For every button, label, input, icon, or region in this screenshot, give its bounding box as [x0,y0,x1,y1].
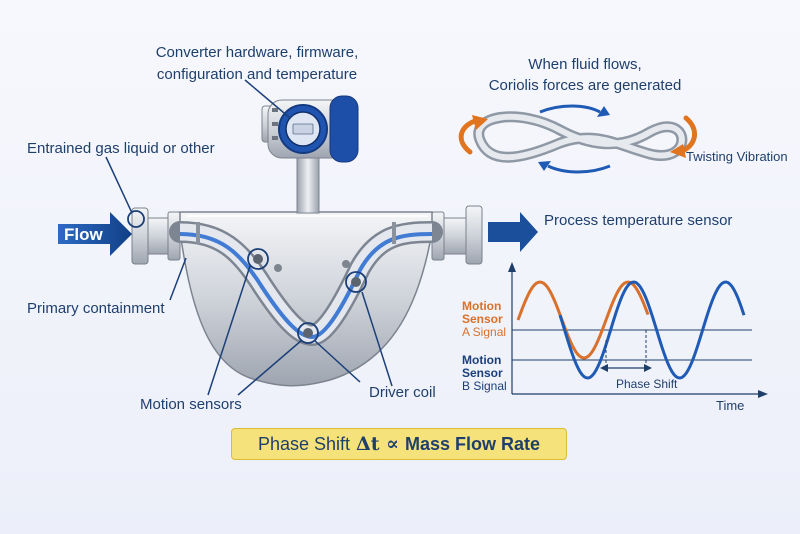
waveform-chart [508,262,768,398]
formula-suffix: Mass Flow Rate [404,433,540,454]
signal-b-label-line-3: B Signal [462,379,507,393]
leader-lines [105,79,393,396]
converter-label-line-2: configuration and temperature [156,66,358,83]
converter-label: Converter hardware, firmware, configurat… [126,44,388,84]
transmitter-head [261,95,359,163]
coriolis-label: When fluid flows, Coriolis forces are ge… [470,56,700,95]
converter-label-line-1: Converter hardware, firmware, [155,44,359,61]
twisting-loop [458,104,697,174]
flow-label: Flow [64,225,103,244]
twisting-vibration-label: Twisting Vibration [686,149,788,164]
signal-a-wave [516,280,650,360]
motion-sensor-b-ring [345,271,367,293]
signal-b-wave [558,280,746,380]
driver-coil-label: Driver coil [369,384,436,401]
driver-coil-ring [297,322,319,344]
signal-b-label-line-1: Motion [462,353,502,367]
phase-shift-label: Phase Shift [616,377,678,391]
flow-out-arrow [488,212,538,252]
time-axis-label: Time [716,398,745,413]
formula-banner: Phase Shift Δt ∝ Mass Flow Rate [231,428,567,460]
process-temp-label: Process temperature sensor [544,212,733,229]
signal-a-label: Motion Sensor A Signal [462,300,506,339]
entrained-gas-label: Entrained gas liquid or other [27,140,215,157]
motion-sensors-label: Motion sensors [140,396,242,413]
primary-containment-label: Primary containment [27,300,165,317]
coriolis-label-line-1: When fluid flows, [528,56,642,73]
motion-sensor-a-ring [247,248,269,270]
coriolis-label-line-2: Coriolis forces are generated [488,77,682,94]
signal-a-label-line-3: A Signal [462,325,507,339]
signal-b-label: Motion Sensor B Signal [462,354,507,393]
formula-symbol: Δt ∝ [356,433,399,455]
entrained-gas-ring [127,210,145,228]
signal-a-label-line-2: Sensor [462,312,503,326]
formula-prefix: Phase Shift [257,433,351,454]
signal-a-label-line-1: Motion [462,299,502,313]
transmitter-neck [296,154,320,214]
signal-b-label-line-2: Sensor [462,366,503,380]
flow-in-arrow [58,212,132,256]
